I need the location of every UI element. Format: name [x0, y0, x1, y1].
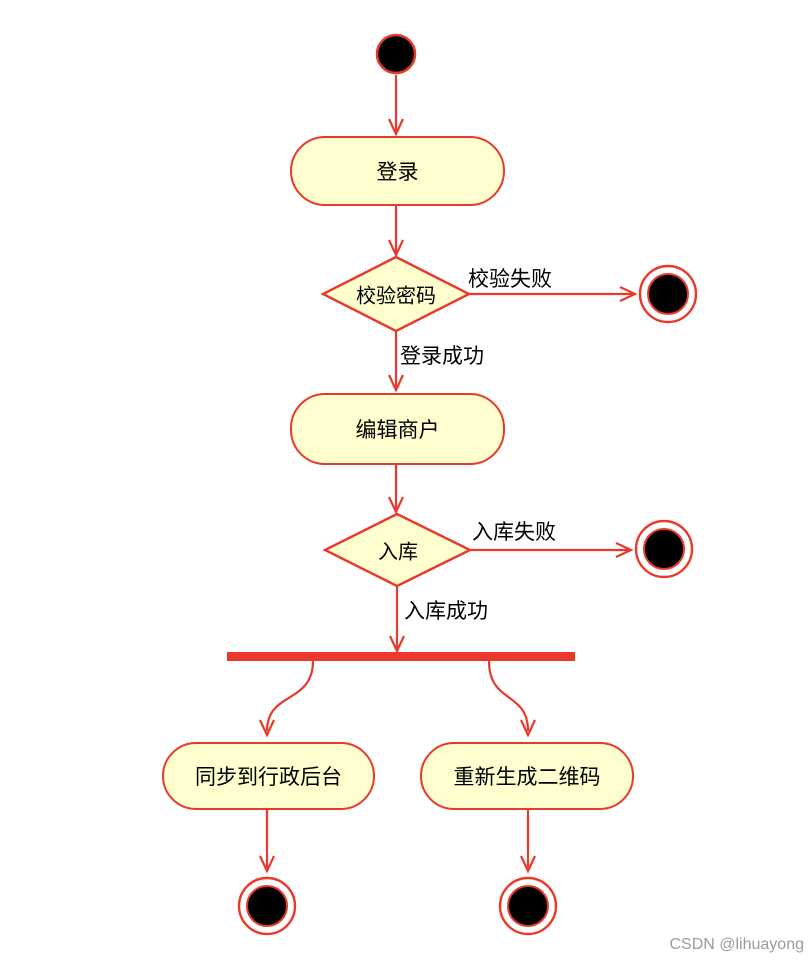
arrowhead-right-icon	[619, 286, 638, 302]
final-node-core	[246, 885, 288, 927]
decision-verify-password-label: 校验密码	[356, 285, 436, 308]
arrowhead-right-icon	[615, 542, 634, 558]
edge-label-login-success: 登录成功	[400, 345, 484, 368]
arrowhead-down-icon	[259, 719, 275, 738]
final-node-regen-icon	[498, 876, 558, 936]
final-node-sync-icon	[237, 876, 297, 936]
activity-login: 登录	[290, 136, 505, 206]
edge-verify-fail	[469, 286, 638, 302]
final-node-core	[507, 885, 549, 927]
arrowhead-down-icon	[259, 855, 275, 874]
edge-sync-to-end	[259, 810, 275, 874]
final-node-core	[643, 528, 685, 570]
arrowhead-down-icon	[388, 374, 404, 393]
activity-regen-qrcode: 重新生成二维码	[420, 742, 634, 810]
edge-warehouse-success	[389, 586, 405, 654]
watermark: CSDN @lihuayong	[669, 936, 804, 953]
edge-label-warehouse-success: 入库成功	[404, 600, 488, 623]
edge-warehouse-fail	[470, 542, 634, 558]
arrowhead-down-icon	[388, 496, 404, 515]
arrowhead-down-icon	[520, 719, 536, 738]
activity-sync-admin-label: 同步到行政后台	[195, 766, 342, 789]
arrowhead-down-icon	[388, 118, 404, 137]
activity-login-label: 登录	[376, 161, 419, 184]
edge-curve	[265, 660, 315, 732]
activity-regen-qrcode-label: 重新生成二维码	[453, 766, 601, 789]
activity-edit-merchant: 编辑商户	[290, 393, 505, 465]
edge-curve	[487, 660, 530, 732]
edge-fork-to-regen	[487, 660, 536, 738]
final-node-verify-fail-icon	[638, 264, 698, 324]
edge-login-to-verify	[388, 206, 404, 258]
edge-start-to-login	[388, 75, 404, 137]
edge-edit-to-warehouse	[388, 465, 404, 515]
edge-login-success	[388, 331, 404, 393]
start-node-icon	[375, 33, 417, 75]
final-node-core	[647, 273, 689, 315]
fork-bar	[227, 652, 575, 661]
arrowhead-down-icon	[520, 855, 536, 874]
final-node-warehouse-fail-icon	[634, 519, 694, 579]
activity-edit-merchant-label: 编辑商户	[355, 419, 440, 442]
edge-regen-to-end	[520, 810, 536, 874]
edge-label-warehouse-fail: 入库失败	[472, 521, 556, 544]
decision-warehouse-label: 入库	[378, 541, 418, 564]
edge-fork-to-sync	[259, 660, 315, 738]
edge-label-verify-fail: 校验失败	[468, 268, 552, 291]
arrowhead-down-icon	[388, 239, 404, 258]
arrowhead-down-icon	[389, 635, 405, 654]
activity-sync-admin: 同步到行政后台	[162, 742, 375, 810]
